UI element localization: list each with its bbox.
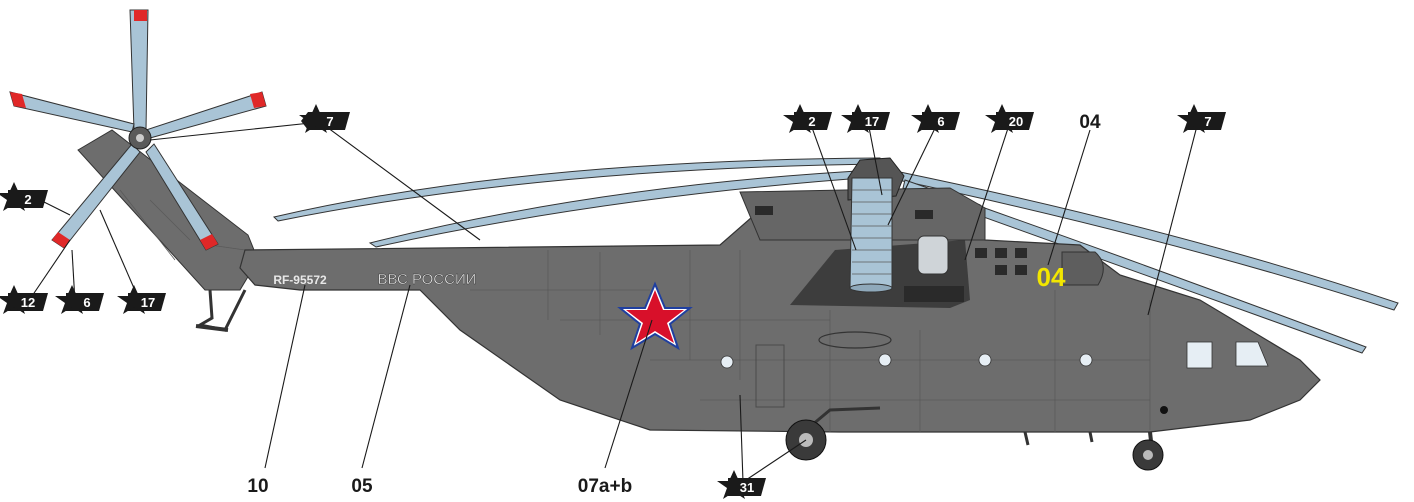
- callout-star-17-top: 17: [841, 104, 890, 133]
- callout-star-2-top: 2: [783, 104, 832, 133]
- callout-star-7-nose: 7: [1177, 104, 1226, 133]
- callout-2-top-label: 2: [808, 114, 815, 129]
- callout-star-6-top: 6: [911, 104, 960, 133]
- callout-star-2-left: 2: [0, 182, 48, 211]
- callout-6-left-label: 6: [83, 295, 90, 310]
- callout-star-7-tail: 7: [299, 104, 350, 133]
- callout-20-label: 20: [1009, 114, 1023, 129]
- callout-star-12: 12: [0, 285, 48, 314]
- callout-31-label: 31: [740, 480, 754, 495]
- callout-7-nose-label: 7: [1204, 114, 1211, 129]
- registration-text: RF-95572: [273, 273, 327, 287]
- callout-star-17-left: 17: [117, 285, 166, 314]
- fuselage: [239, 157, 1321, 433]
- callout-star-31: 31: [717, 470, 766, 499]
- tail-rotor: [9, 9, 267, 332]
- callout-10-label: 10: [247, 476, 268, 497]
- callout-05-label: 05: [351, 476, 373, 497]
- callout-2-left-label: 2: [24, 192, 31, 207]
- side-number-text: 04: [1037, 262, 1066, 292]
- callout-07ab-label: 07a+b: [578, 476, 632, 497]
- callout-6-top-label: 6: [937, 114, 944, 129]
- callout-17-left-label: 17: [141, 295, 155, 310]
- callout-12-label: 12: [21, 295, 35, 310]
- callout-7-tail-label: 7: [326, 114, 333, 129]
- callout-17-top-label: 17: [865, 114, 879, 129]
- callout-star-20: 20: [985, 104, 1034, 133]
- callout-star-6-left: 6: [55, 285, 104, 314]
- callout-04-label: 04: [1079, 112, 1101, 133]
- insignia-star: [617, 281, 693, 351]
- air-force-title-text: ВВС РОССИИ: [377, 271, 476, 288]
